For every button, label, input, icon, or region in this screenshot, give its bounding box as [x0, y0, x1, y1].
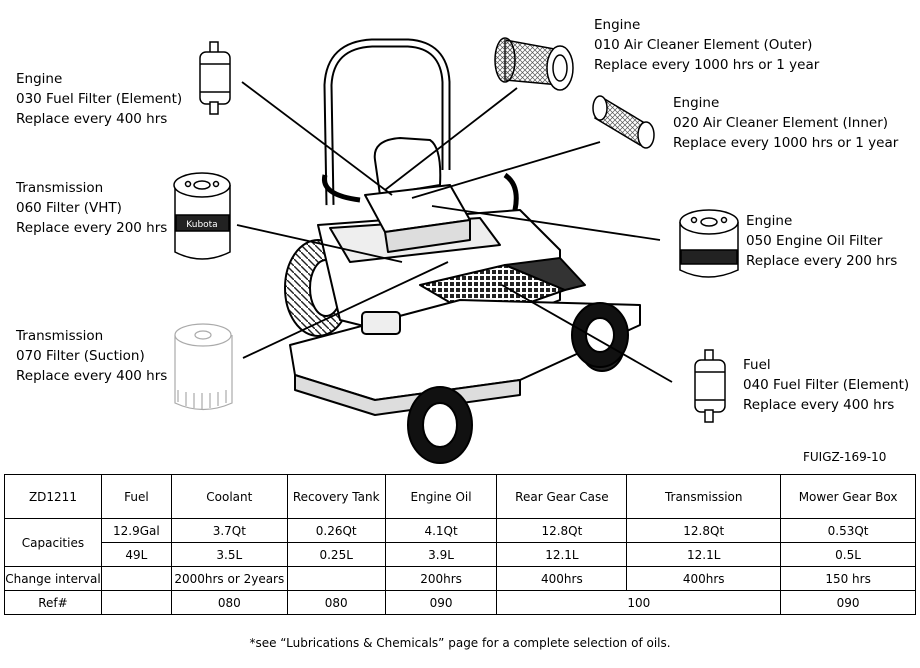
- callout-transmission-vht: Transmission 060 Filter (VHT) Replace ev…: [16, 178, 167, 238]
- row-label: Ref#: [4, 590, 102, 615]
- table-cell: 080: [170, 590, 288, 615]
- model-cell: ZD1211: [4, 474, 102, 519]
- table-cell: 12.8Qt: [626, 518, 782, 543]
- header-cell: Coolant: [170, 474, 288, 519]
- table-cell: 49L: [100, 542, 172, 567]
- table-cell: [100, 590, 172, 615]
- callout-fuel-filter: Fuel 040 Fuel Filter (Element) Replace e…: [743, 355, 909, 415]
- air-cleaner-outer-icon: [494, 37, 574, 91]
- table-cell: 150 hrs: [780, 566, 916, 591]
- callout-category: Engine: [16, 71, 63, 87]
- callout-engine-fuel-filter: Engine 030 Fuel Filter (Element) Replace…: [16, 69, 182, 129]
- table-cell: 200hrs: [384, 566, 498, 591]
- callout-air-cleaner-outer: Engine 010 Air Cleaner Element (Outer) R…: [594, 15, 819, 75]
- header-cell: Fuel: [100, 474, 172, 519]
- callout-part: 030 Fuel Filter (Element): [16, 91, 183, 107]
- callout-interval: Replace every 1000 hrs or 1 year: [594, 57, 820, 73]
- callout-part: 070 Filter (Suction): [16, 348, 145, 364]
- table-cell: 080: [286, 590, 386, 615]
- table-cell: 12.1L: [496, 542, 628, 567]
- callout-interval: Replace every 200 hrs: [16, 220, 168, 236]
- table-row: Ref# 080 080 090 100 090: [4, 590, 916, 615]
- table-cell: [286, 566, 386, 591]
- table-cell: 090: [384, 590, 498, 615]
- header-cell: Mower Gear Box: [780, 474, 916, 519]
- mower-illustration: [284, 38, 641, 464]
- callout-interval: Replace every 400 hrs: [743, 397, 895, 413]
- fuel-filter-icon: [199, 41, 231, 115]
- callout-part: 010 Air Cleaner Element (Outer): [594, 37, 813, 53]
- fuel-filter-icon: [694, 349, 726, 423]
- row-label: Capacities: [4, 518, 102, 567]
- callout-interval: Replace every 200 hrs: [746, 253, 898, 269]
- callout-part: 050 Engine Oil Filter: [746, 233, 883, 249]
- table-cell: 090: [780, 590, 916, 615]
- figure-id: FUIGZ-169-10: [803, 450, 887, 464]
- callout-category: Transmission: [16, 328, 104, 344]
- table-row: 49L 3.5L 0.25L 3.9L 12.1L 12.1L 0.5L: [5, 542, 916, 567]
- table-cell: 12.8Qt: [496, 518, 628, 543]
- table-cell: 0.5L: [780, 542, 916, 567]
- callout-interval: Replace every 400 hrs: [16, 111, 168, 127]
- header-cell: Rear Gear Case: [496, 474, 628, 519]
- table-cell: 100: [496, 590, 782, 615]
- table-cell: 0.53Qt: [780, 518, 916, 543]
- transmission-suction-filter-icon: [174, 323, 233, 411]
- table-cell: 3.7Qt: [170, 518, 288, 543]
- mower-diagram: Kubota: [173, 37, 739, 464]
- leader-lines: [236, 81, 673, 383]
- table-row: Change interval 2000hrs or 2years 200hrs…: [4, 566, 916, 591]
- callout-category: Engine: [746, 213, 793, 229]
- callout-interval: Replace every 1000 hrs or 1 year: [673, 135, 899, 151]
- table-cell: 12.1L: [626, 542, 782, 567]
- table-header-row: ZD1211 Fuel Coolant Recovery Tank Engine…: [4, 474, 916, 519]
- callout-category: Fuel: [743, 357, 771, 373]
- callout-engine-oil-filter: Engine 050 Engine Oil Filter Replace eve…: [746, 211, 897, 271]
- header-cell: Recovery Tank: [286, 474, 386, 519]
- row-label: Change interval: [4, 566, 102, 591]
- footnote: *see “Lubrications & Chemicals” page for…: [249, 636, 671, 650]
- table-row: Capacities 12.9Gal 3.7Qt 0.26Qt 4.1Qt 12…: [4, 518, 916, 567]
- table-cell: 12.9Gal: [100, 518, 172, 543]
- header-cell: Engine Oil: [384, 474, 498, 519]
- callout-part: 020 Air Cleaner Element (Inner): [673, 115, 889, 131]
- header-cell: Transmission: [626, 474, 782, 519]
- capacities-table: ZD1211 Fuel Coolant Recovery Tank Engine…: [4, 474, 916, 615]
- table-cell: 0.26Qt: [286, 518, 386, 543]
- table-cell: [100, 566, 172, 591]
- transmission-vht-filter-icon: Kubota: [173, 172, 231, 260]
- callout-transmission-suction: Transmission 070 Filter (Suction) Replac…: [16, 326, 167, 386]
- engine-oil-filter-icon: [679, 209, 739, 278]
- table-cell: 2000hrs or 2years: [170, 566, 288, 591]
- callout-category: Engine: [594, 17, 641, 33]
- table-cell: 3.9L: [384, 542, 498, 567]
- filter-brand-text: Kubota: [186, 220, 217, 230]
- table-cell: 4.1Qt: [384, 518, 498, 543]
- callout-part: 060 Filter (VHT): [16, 200, 122, 216]
- table-cell: 0.25L: [286, 542, 386, 567]
- table-cell: 400hrs: [626, 566, 782, 591]
- callout-air-cleaner-inner: Engine 020 Air Cleaner Element (Inner) R…: [673, 93, 898, 153]
- callout-category: Transmission: [16, 180, 104, 196]
- callout-category: Engine: [673, 95, 720, 111]
- table-cell: 400hrs: [496, 566, 628, 591]
- air-cleaner-inner-icon: [592, 95, 655, 149]
- callout-interval: Replace every 400 hrs: [16, 368, 168, 384]
- table-cell: 3.5L: [170, 542, 288, 567]
- callout-part: 040 Fuel Filter (Element): [743, 377, 910, 393]
